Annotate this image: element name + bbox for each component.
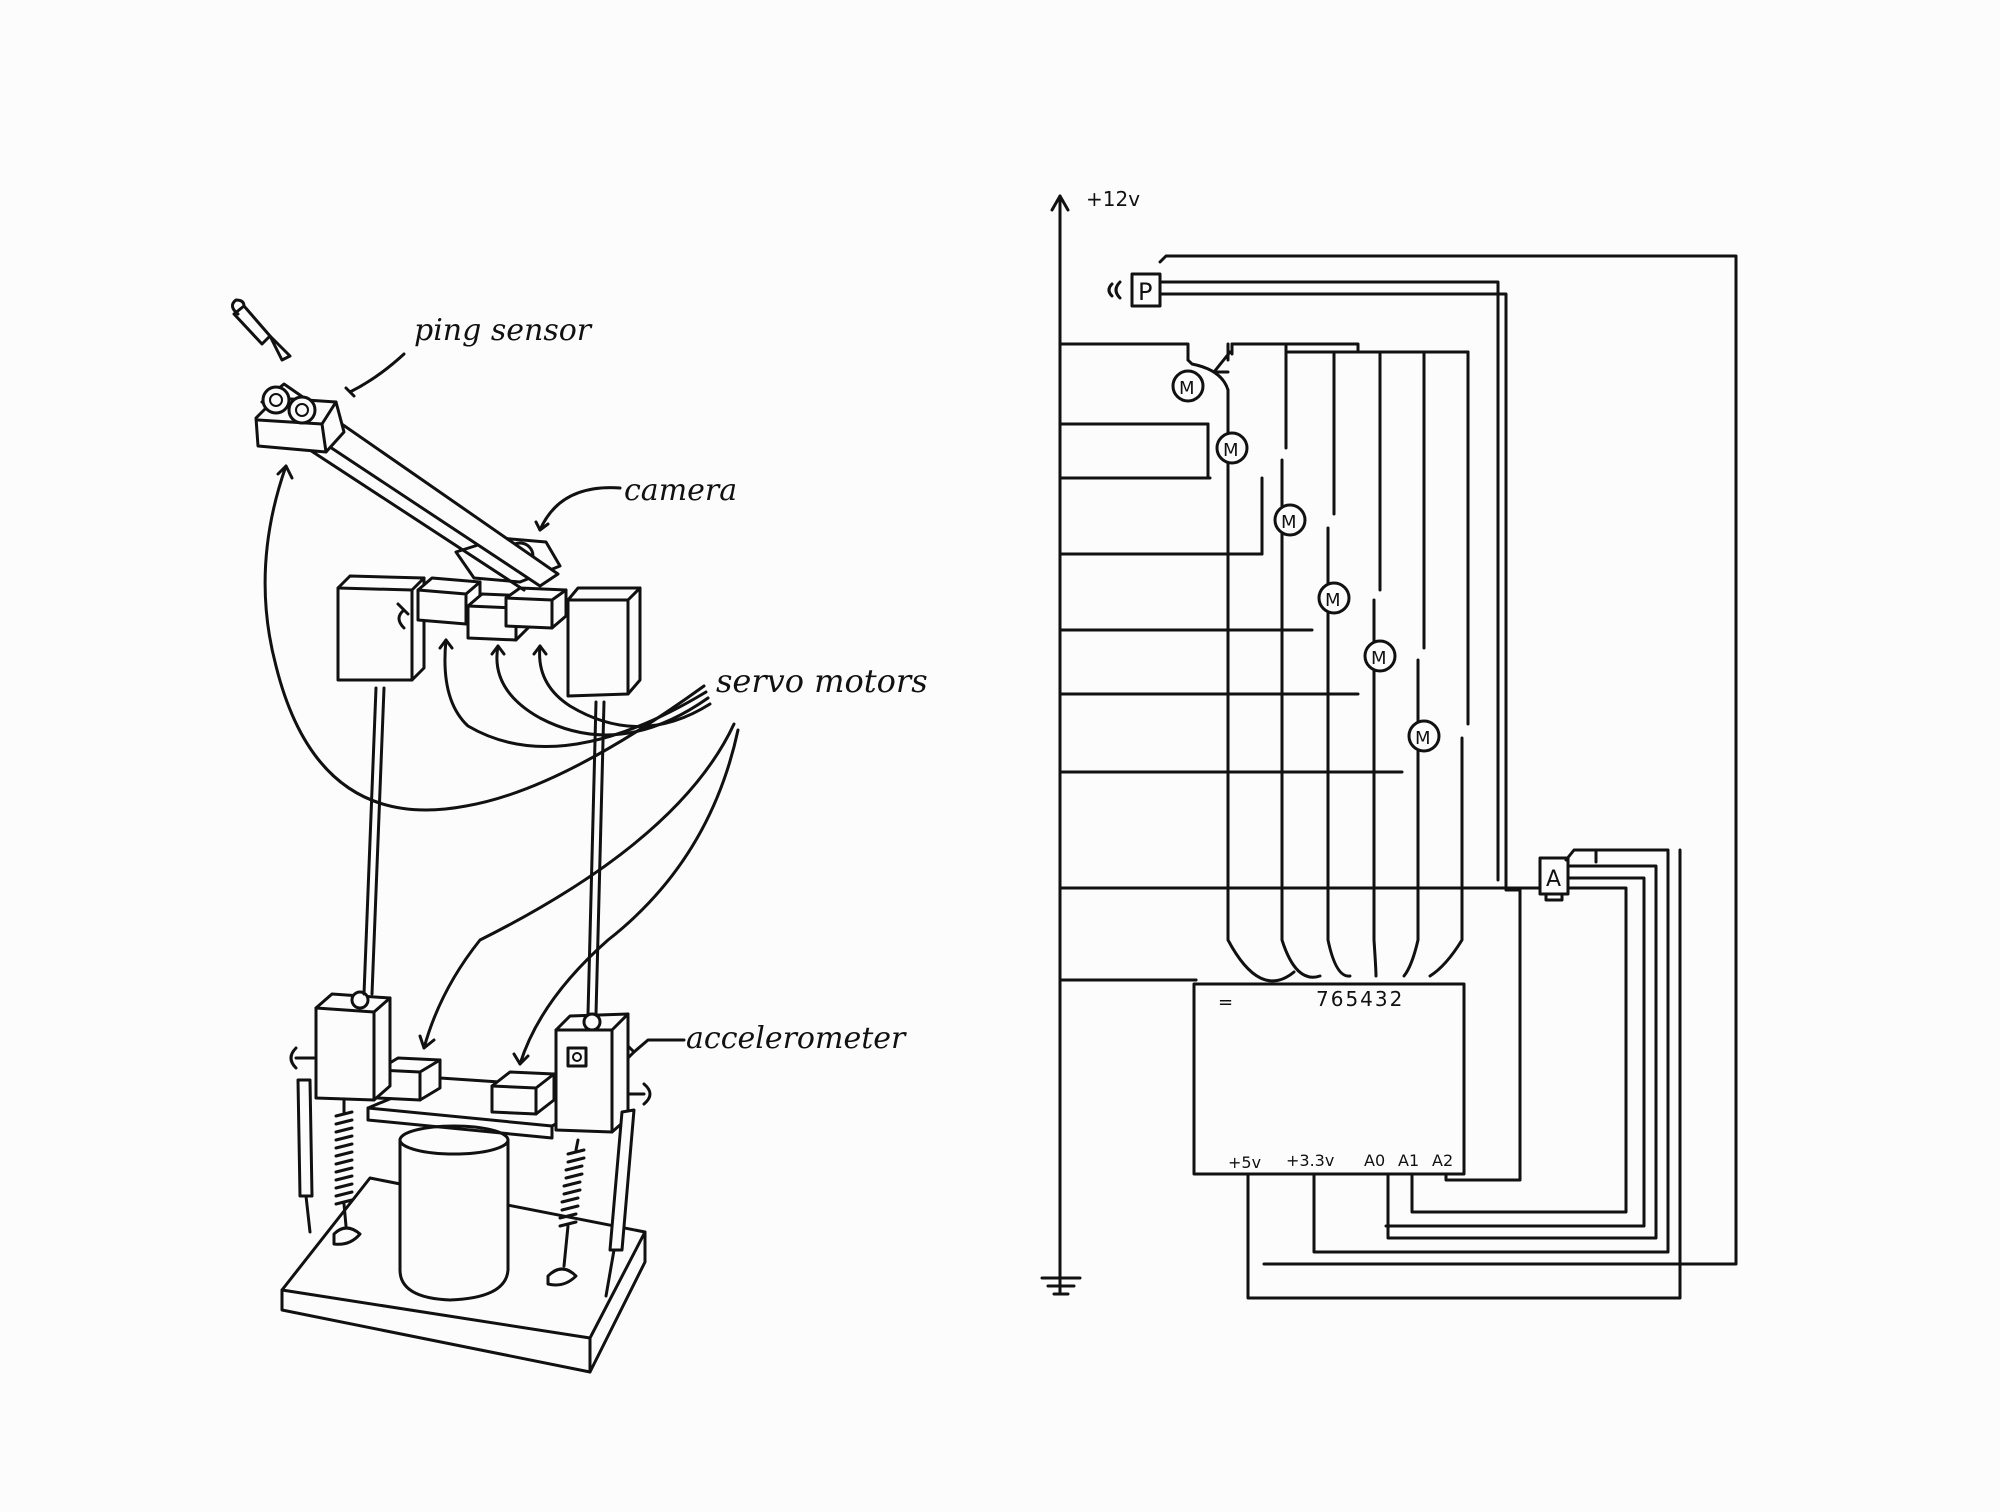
lower-servo-right: [554, 1012, 630, 1134]
motor-5-label: M: [1371, 648, 1387, 669]
pin-a0-label: A0: [1364, 1151, 1385, 1170]
upper-servo-right: [566, 586, 642, 698]
circuit-schematic: +12v P: [1040, 187, 1738, 1300]
motor-2: M: [1215, 431, 1249, 465]
label-camera: camera: [624, 473, 737, 508]
motor-2-label: M: [1223, 440, 1239, 461]
label-ping-sensor: ping sensor: [414, 313, 593, 348]
motor-3-label: M: [1281, 512, 1297, 533]
motor-1: M: [1171, 369, 1205, 403]
label-servo-motors: servo motors: [716, 662, 928, 700]
motor-6: M: [1407, 719, 1441, 753]
motor-4-label: M: [1325, 590, 1341, 611]
motor-6-label: M: [1415, 728, 1431, 749]
motor-1-label: M: [1179, 378, 1195, 399]
ping-box: [1107, 254, 1738, 1266]
pin-a1-label: A1: [1398, 1151, 1419, 1170]
motor-wiring: [1186, 342, 1470, 983]
left-leg: [289, 1046, 362, 1246]
motor-5: M: [1363, 639, 1397, 673]
cylinder-body: [398, 1124, 510, 1302]
pin-3v3-label: +3.3v: [1286, 1151, 1334, 1170]
label-accelerometer: accelerometer: [686, 1021, 907, 1056]
ground-pin-mark: =: [1218, 992, 1233, 1013]
accel-box: [1246, 848, 1682, 1300]
leader-arrows: [263, 352, 740, 1066]
platform-box-right: [490, 1070, 556, 1116]
motor-4: M: [1317, 581, 1351, 615]
pin-a2-label: A2: [1432, 1151, 1453, 1170]
robot-sketch: ping sensor camera servo motors accelero…: [231, 298, 928, 1374]
pin-5v-label: +5v: [1228, 1153, 1261, 1172]
right-leg: [546, 1082, 652, 1298]
ping-box-label: P: [1138, 278, 1152, 306]
microcontroller: [1058, 978, 1466, 1176]
vertical-rods: [362, 686, 606, 1016]
platform-box-left: [376, 1056, 442, 1102]
supply-label: +12v: [1086, 187, 1140, 211]
ping-sensor-body: [254, 385, 346, 454]
center-servos: [416, 576, 568, 642]
upper-servo-left: [336, 574, 426, 682]
lower-servo-left: [314, 990, 392, 1102]
accel-box-label: A: [1546, 867, 1561, 892]
digital-pins-label: 765432: [1316, 987, 1404, 1011]
motor-3: M: [1273, 503, 1307, 537]
